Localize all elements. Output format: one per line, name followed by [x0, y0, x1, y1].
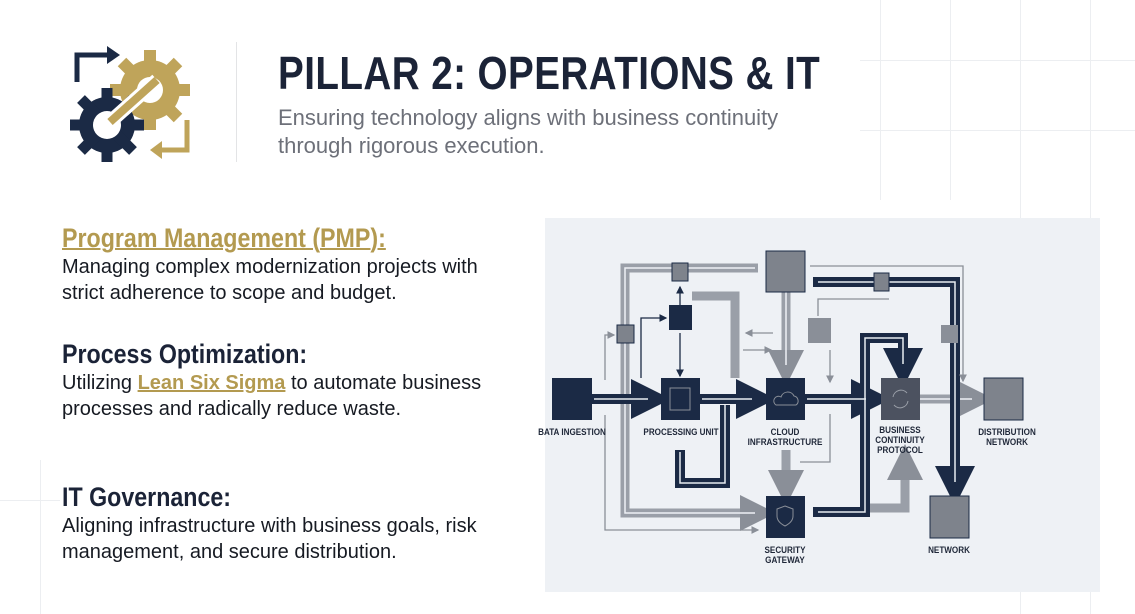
cloud-icon — [773, 391, 799, 406]
section-process-optimization: Process Optimization: Utilizing Lean Six… — [62, 338, 502, 422]
lean-six-sigma-link[interactable]: Lean Six Sigma — [137, 372, 286, 394]
small-node — [941, 325, 958, 343]
bcp-node — [881, 378, 920, 420]
bg-grid-line — [860, 130, 1135, 131]
top-node — [765, 250, 806, 293]
security-gateway-node — [766, 496, 805, 538]
body-text: Utilizing — [62, 372, 138, 394]
section-body: Managing complex modernization projects … — [62, 256, 478, 304]
bg-grid-line — [40, 460, 41, 614]
label-distribution: DISTRIBUTION NETWORK — [978, 427, 1036, 447]
section-body: Utilizing Lean Six Sigma to automate bus… — [62, 370, 502, 422]
bg-grid-line — [950, 0, 951, 200]
small-node — [616, 324, 635, 344]
gears-wrench-logo-icon — [70, 46, 190, 162]
label-cloud: CLOUD INFRASTRUCTURE — [747, 427, 823, 447]
bg-grid-line — [860, 60, 1135, 61]
sync-icon — [892, 389, 909, 409]
page-title: PILLAR 2: OPERATIONS & IT — [278, 47, 821, 99]
distribution-node — [983, 377, 1024, 421]
header-divider — [236, 42, 237, 162]
page-subtitle: Ensuring technology aligns with business… — [278, 105, 779, 158]
cloud-node — [766, 378, 805, 420]
bg-grid-line — [0, 500, 60, 501]
section-it-governance: IT Governance: Aligning infrastructure w… — [62, 481, 502, 565]
label-data-ingestion: BATA INGESTION — [538, 427, 606, 437]
section-heading: IT Governance: — [62, 482, 232, 512]
square-icon — [669, 387, 691, 411]
section-body: Aligning infrastructure with business go… — [62, 515, 477, 563]
shield-icon — [776, 505, 794, 527]
section-heading: Process Optimization: — [62, 339, 308, 369]
section-heading: Program Management (PMP): — [62, 223, 386, 253]
small-node — [808, 318, 831, 343]
small-node — [873, 272, 890, 292]
section-program-management: Program Management (PMP): Managing compl… — [62, 222, 502, 306]
label-security: SECURITY GATEWAY — [764, 545, 806, 565]
small-node — [671, 262, 689, 282]
network-node — [929, 495, 970, 539]
body-text: to automate business processes and radic… — [62, 372, 482, 420]
small-node — [669, 305, 692, 330]
bg-grid-line — [880, 0, 881, 200]
label-bcp: BUSINESS CONTINUITY PROTOCOL — [875, 425, 925, 455]
label-network: NETWORK — [928, 545, 970, 555]
data-ingestion-node — [552, 378, 592, 420]
label-processing-unit: PROCESSING UNIT — [643, 427, 719, 437]
processing-unit-node — [661, 378, 700, 420]
